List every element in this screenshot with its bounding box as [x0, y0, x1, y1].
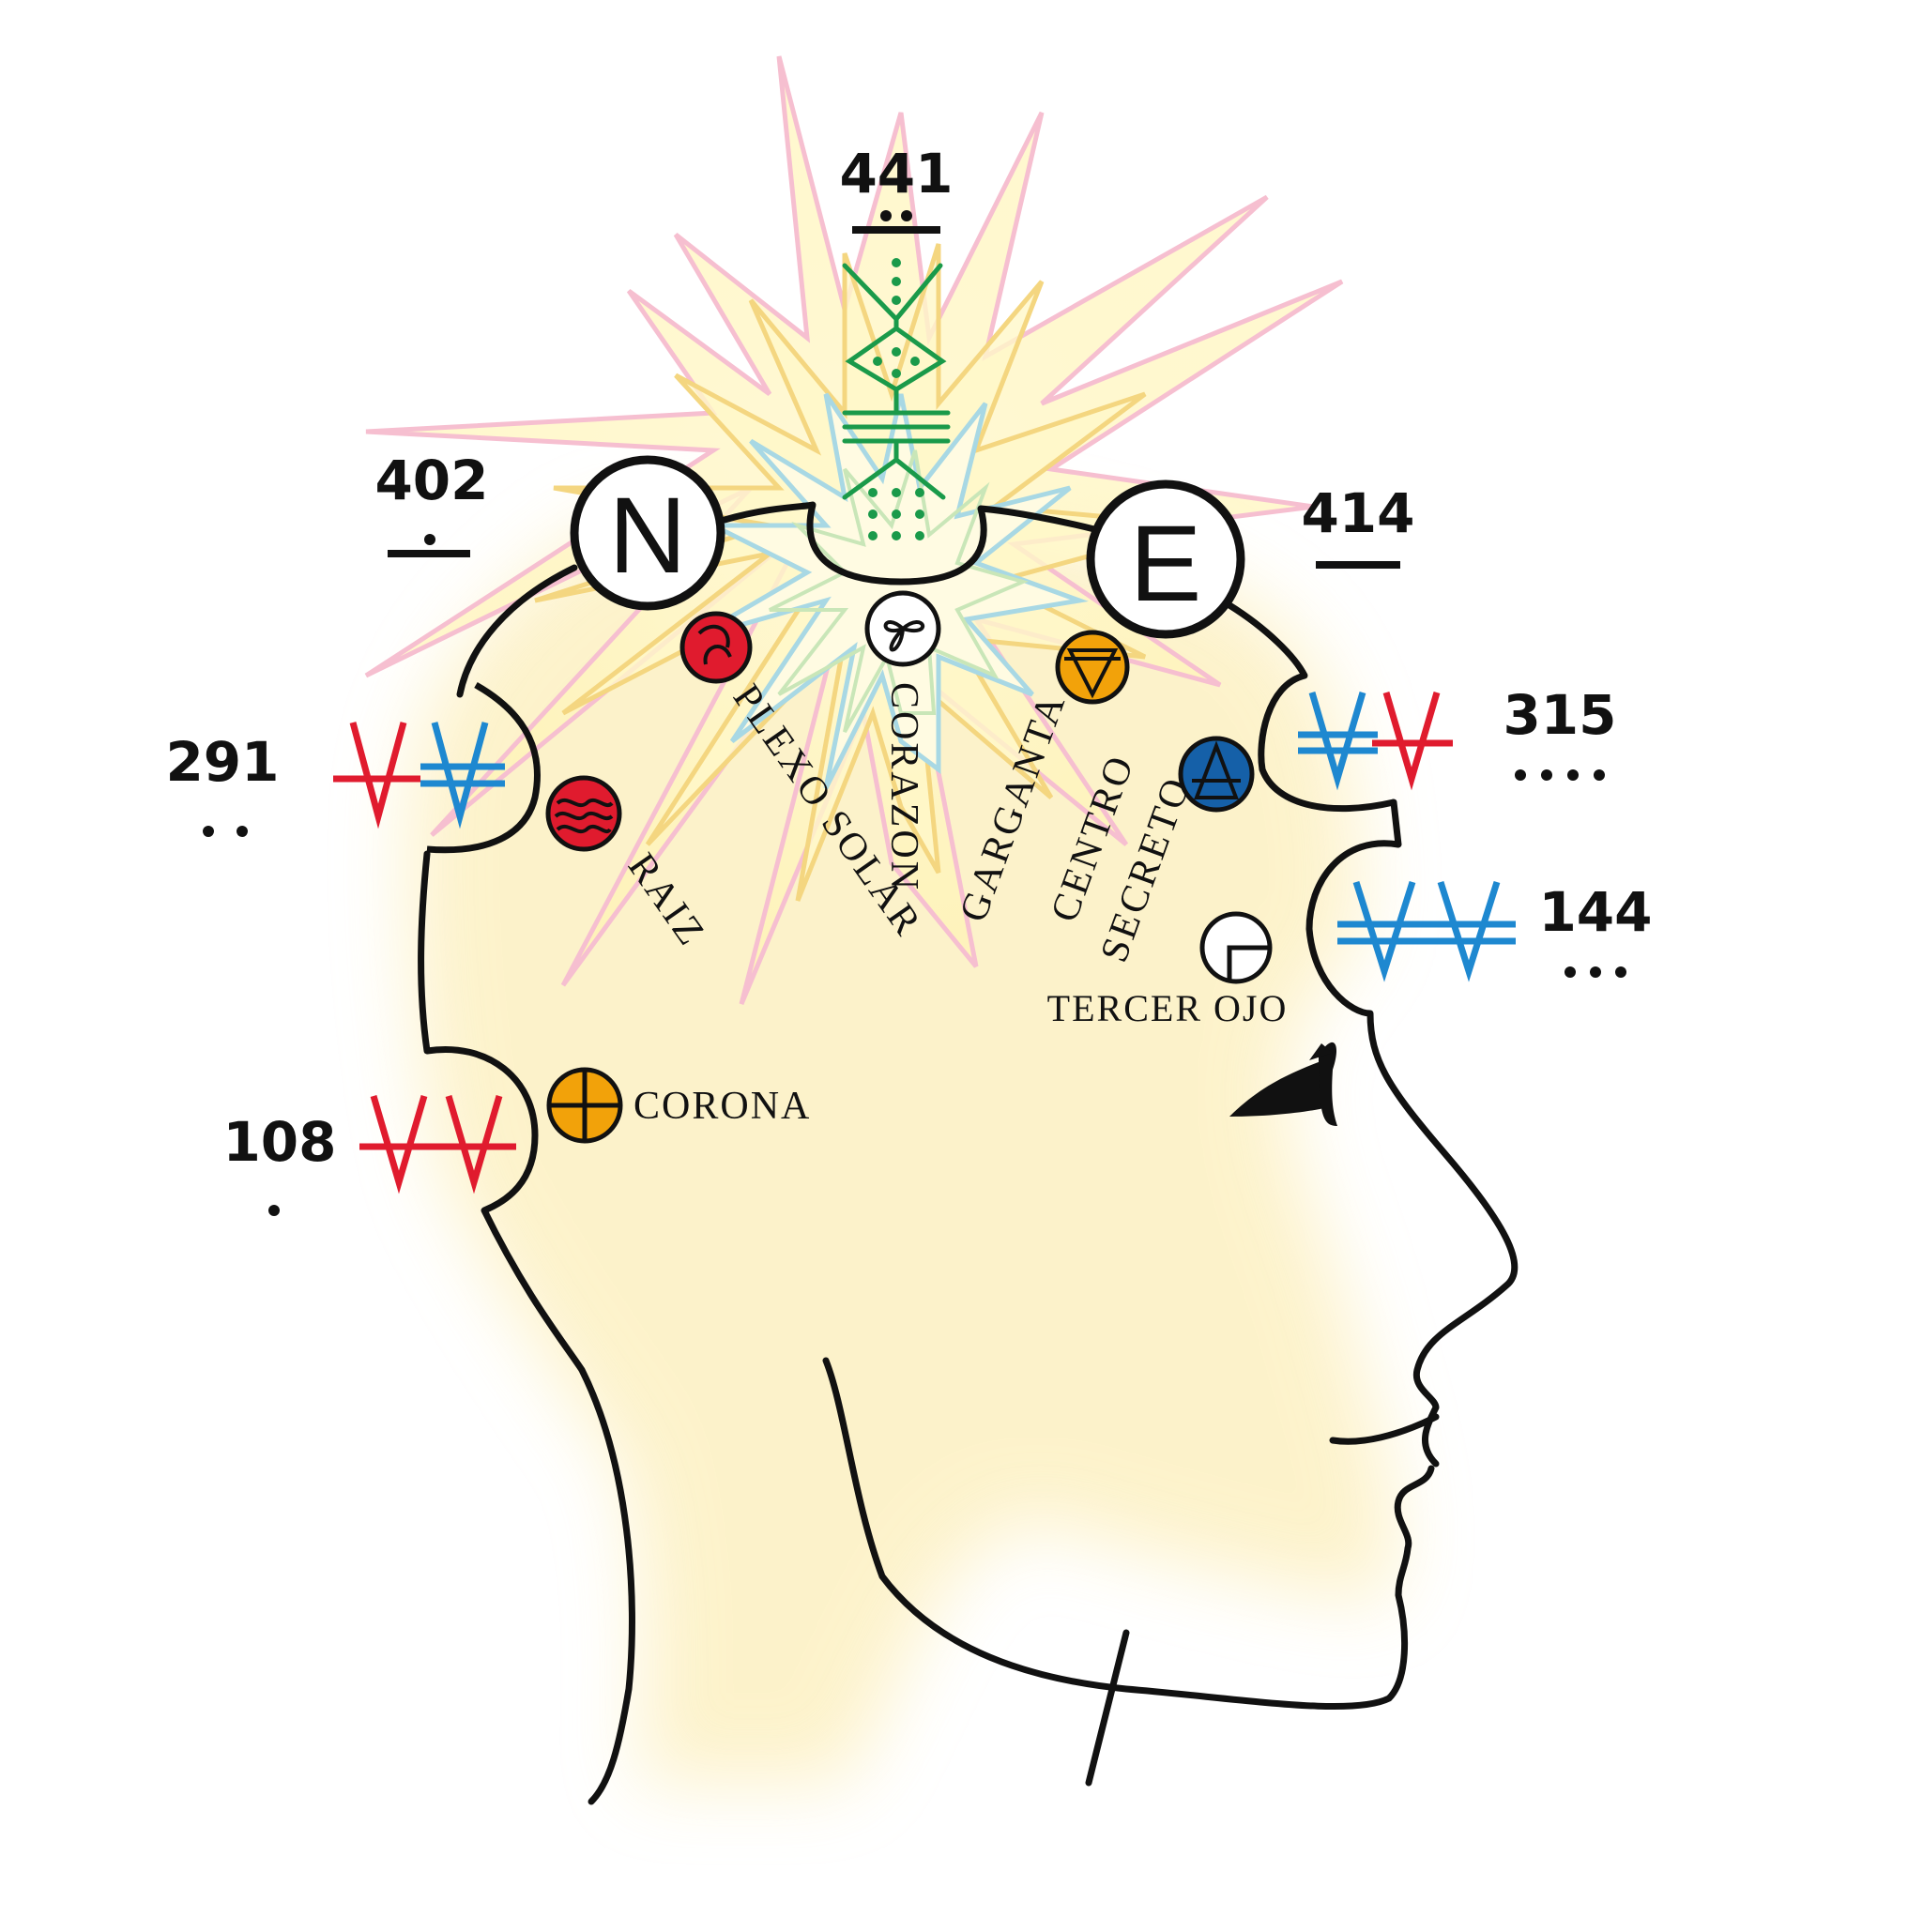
chakra-tercer-ojo: TERCER OJO	[1047, 911, 1289, 1029]
code-315: 315	[1298, 683, 1617, 791]
glyph-red-icon	[1372, 692, 1453, 791]
east-letter: E	[1130, 504, 1202, 624]
code-number: 291	[165, 730, 279, 794]
dot-mark	[424, 534, 435, 545]
north-marker: N	[570, 455, 725, 611]
chakra-label: TERCER OJO	[1047, 987, 1289, 1029]
dot-mark	[237, 826, 248, 837]
bump-108	[426, 1046, 539, 1214]
dot-mark	[901, 210, 912, 221]
dot-mark	[1594, 769, 1605, 781]
green-totem-icon	[842, 258, 951, 540]
glyph-red-icon	[359, 1095, 516, 1194]
crown-notch	[806, 504, 987, 586]
code-402: 402	[374, 449, 489, 557]
dot-mark	[880, 210, 892, 221]
code-144: 144	[1337, 880, 1653, 982]
dot-mark	[1590, 966, 1601, 978]
chakra-corona: CORONA	[546, 1067, 811, 1144]
chakra-label: CORONA	[633, 1085, 811, 1128]
dot-mark	[203, 826, 214, 837]
bar-mark	[852, 226, 940, 234]
glyph-red-icon	[333, 722, 420, 829]
bump-291	[426, 681, 541, 854]
code-number: 402	[374, 449, 488, 512]
glyph-blue-icon	[1298, 692, 1378, 791]
code-number: 144	[1538, 880, 1652, 944]
dot-mark	[268, 1205, 280, 1216]
dot-mark	[1565, 966, 1576, 978]
chakra-corazon: CORAZON	[864, 590, 941, 892]
code-291: 291	[165, 722, 505, 837]
bar-mark	[1316, 561, 1400, 569]
head-bumps	[426, 504, 1399, 1214]
eye-icon	[1229, 1042, 1337, 1126]
bar-mark	[388, 550, 470, 557]
code-414: 414	[1301, 481, 1415, 569]
code-number: 441	[839, 142, 953, 205]
code-number: 414	[1301, 481, 1414, 545]
dot-mark	[1567, 769, 1579, 781]
code-number: 108	[222, 1110, 336, 1174]
dot-mark	[1515, 769, 1526, 781]
bump-315	[1258, 672, 1395, 813]
dot-mark	[1615, 966, 1626, 978]
north-letter: N	[608, 476, 686, 596]
east-marker: E	[1086, 479, 1245, 639]
glyph-blue-icon	[420, 722, 505, 829]
code-108: 108	[222, 1095, 516, 1216]
code-number: 315	[1503, 683, 1616, 747]
dot-mark	[1541, 769, 1552, 781]
bump-144	[1305, 840, 1399, 1017]
glyph-blue-icon	[1337, 880, 1516, 982]
code-441: 441	[839, 142, 954, 234]
chakra-label: CORAZON	[882, 682, 925, 892]
